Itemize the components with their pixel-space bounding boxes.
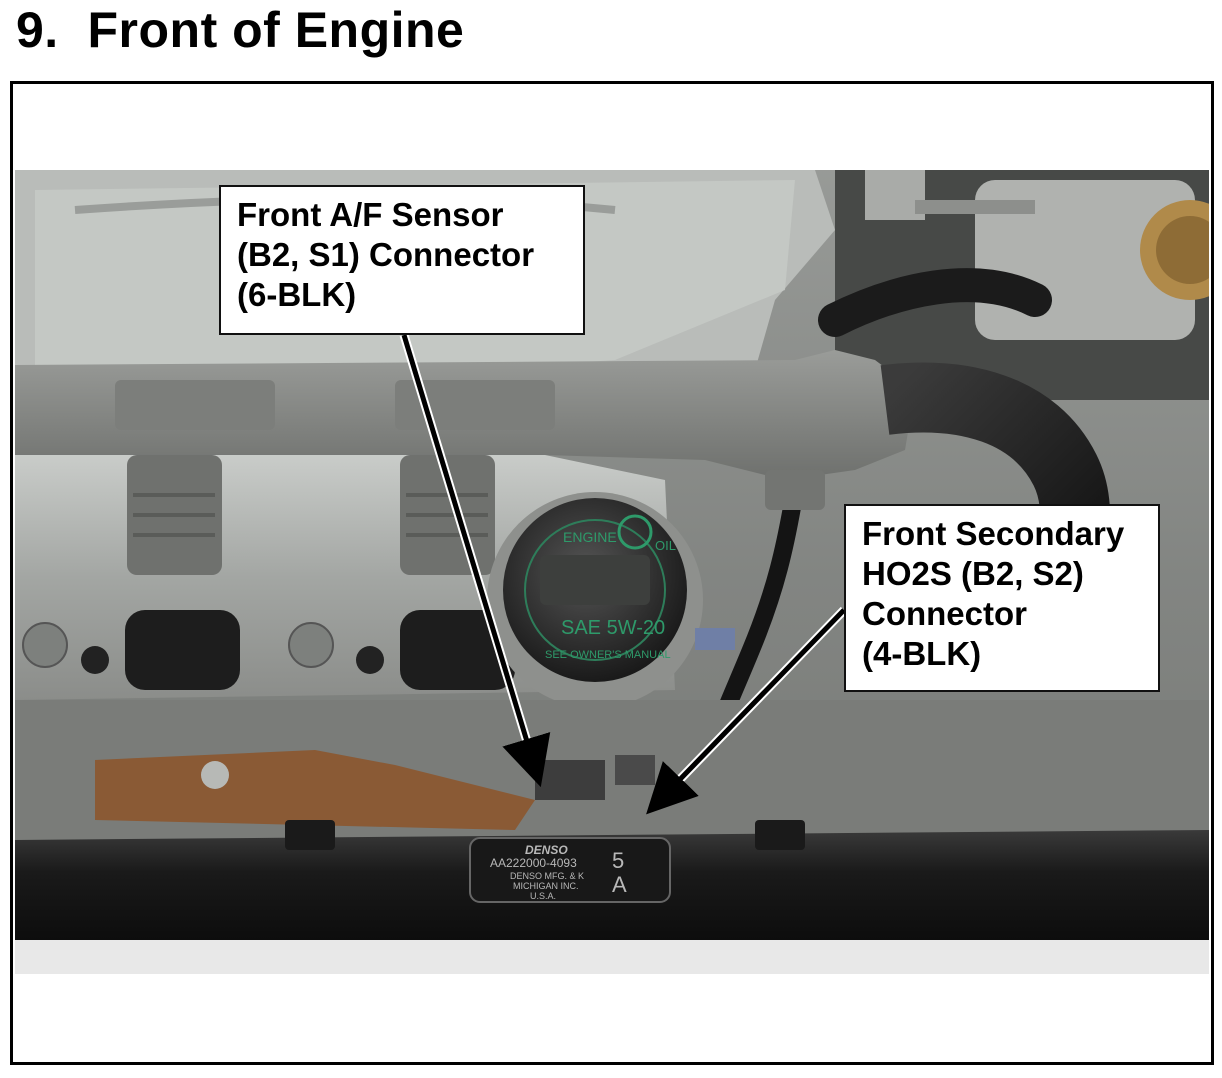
ho2s-line3: Connector: [862, 595, 1027, 632]
plate-location-text: MICHIGAN INC.: [513, 881, 579, 891]
cap-oil-text: OIL: [655, 538, 676, 553]
plate-part-text: AA222000-4093: [490, 856, 577, 870]
cap-engine-text: ENGINE: [563, 529, 617, 545]
plate-letter-text: A: [612, 872, 627, 897]
plate-brand-text: DENSO: [525, 843, 568, 857]
ho2s-line4: (4-BLK): [862, 635, 982, 672]
ho2s-callout: Front Secondary HO2S (B2, S2) Connector …: [844, 504, 1160, 692]
af-sensor-line3: (6-BLK): [237, 276, 357, 313]
af-sensor-line2: (B2, S1) Connector: [237, 236, 535, 273]
plate-mfg-text: DENSO MFG. & K: [510, 871, 584, 881]
page-heading: 9. Front of Engine: [16, 2, 465, 58]
cap-viscosity-text: SAE 5W-20: [561, 617, 665, 639]
af-sensor-line1: Front A/F Sensor: [237, 196, 504, 233]
plate-country-text: U.S.A.: [530, 891, 556, 901]
af-sensor-callout: Front A/F Sensor (B2, S1) Connector (6-B…: [219, 185, 585, 335]
cap-manual-text: SEE OWNER'S MANUAL: [545, 649, 671, 661]
ho2s-line2: HO2S (B2, S2): [862, 555, 1084, 592]
ho2s-line1: Front Secondary: [862, 515, 1125, 552]
plate-number-text: 5: [612, 848, 624, 873]
